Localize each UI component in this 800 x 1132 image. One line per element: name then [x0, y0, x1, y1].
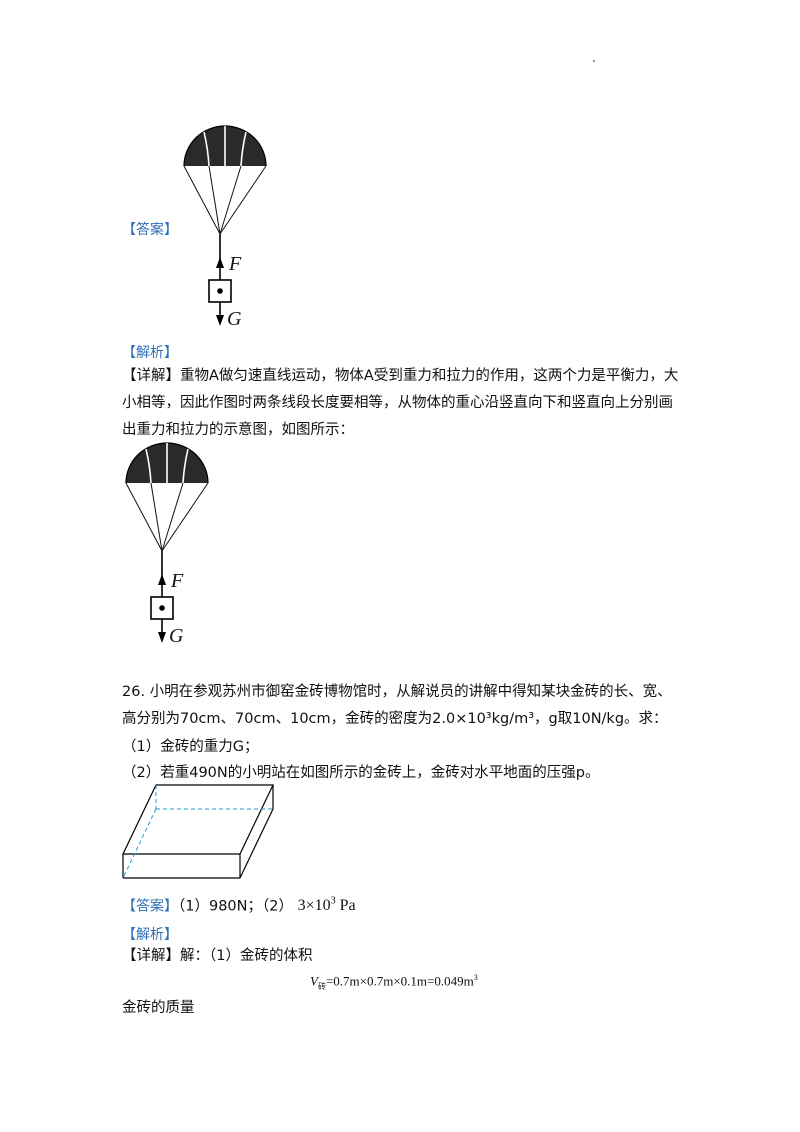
q26-detail-line: 【详解】解：（1）金砖的体积 — [122, 943, 312, 970]
mass-label: 金砖的质量 — [122, 1000, 195, 1016]
answer-tag: 【答案】 — [122, 222, 178, 238]
force-label-f: F — [229, 253, 242, 275]
page-dot — [593, 60, 595, 62]
detail-tag: 【详解】 — [122, 368, 180, 384]
q26-answer-value: 3×103 Pa — [297, 896, 356, 915]
q26-answer-tag: 【答案】 — [122, 898, 178, 915]
question-number: 26. — [122, 684, 146, 700]
force-label-f-2: F — [171, 570, 184, 592]
question-26-stem: 26. 小明在参观苏州市御窑金砖博物馆时，从解说员的讲解中得知某块金砖的长、宽、… — [122, 679, 682, 733]
detail-paragraph: 【详解】重物A做匀速直线运动，物体A受到重力和拉力的作用，这两个力是平衡力，大小… — [122, 363, 682, 444]
q26-detail-text: 解：（1）金砖的体积 — [180, 948, 313, 964]
parachute-diagram-analysis — [125, 442, 209, 643]
sub-question-1: （1）金砖的重力G； — [122, 739, 259, 755]
q26-answer-text: （1）980N；（2） — [178, 898, 293, 915]
detail-text: 重物A做匀速直线运动，物体A受到重力和拉力的作用，这两个力是平衡力，大小相等，因… — [122, 368, 679, 438]
q26-answer-line: 【答案】（1）980N；（2） 3×103 Pa — [122, 888, 356, 920]
parachute-diagram-answer — [183, 125, 267, 326]
force-label-g: G — [227, 308, 242, 330]
sub-question-2: （2）若重490N的小明站在如图所示的金砖上，金砖对水平地面的压强p。 — [122, 765, 600, 781]
analysis-tag: 【解析】 — [122, 345, 178, 361]
gold-brick-diagram — [122, 784, 274, 879]
question-stem: 小明在参观苏州市御窑金砖博物馆时，从解说员的讲解中得知某块金砖的长、宽、高分别为… — [122, 684, 672, 727]
force-label-g-2: G — [169, 625, 184, 647]
q26-analysis-tag: 【解析】 — [122, 927, 178, 943]
q26-detail-tag: 【详解】 — [122, 948, 180, 964]
volume-formula: V砖=0.7m×0.7m×0.1m=0.049m3 — [310, 973, 478, 991]
